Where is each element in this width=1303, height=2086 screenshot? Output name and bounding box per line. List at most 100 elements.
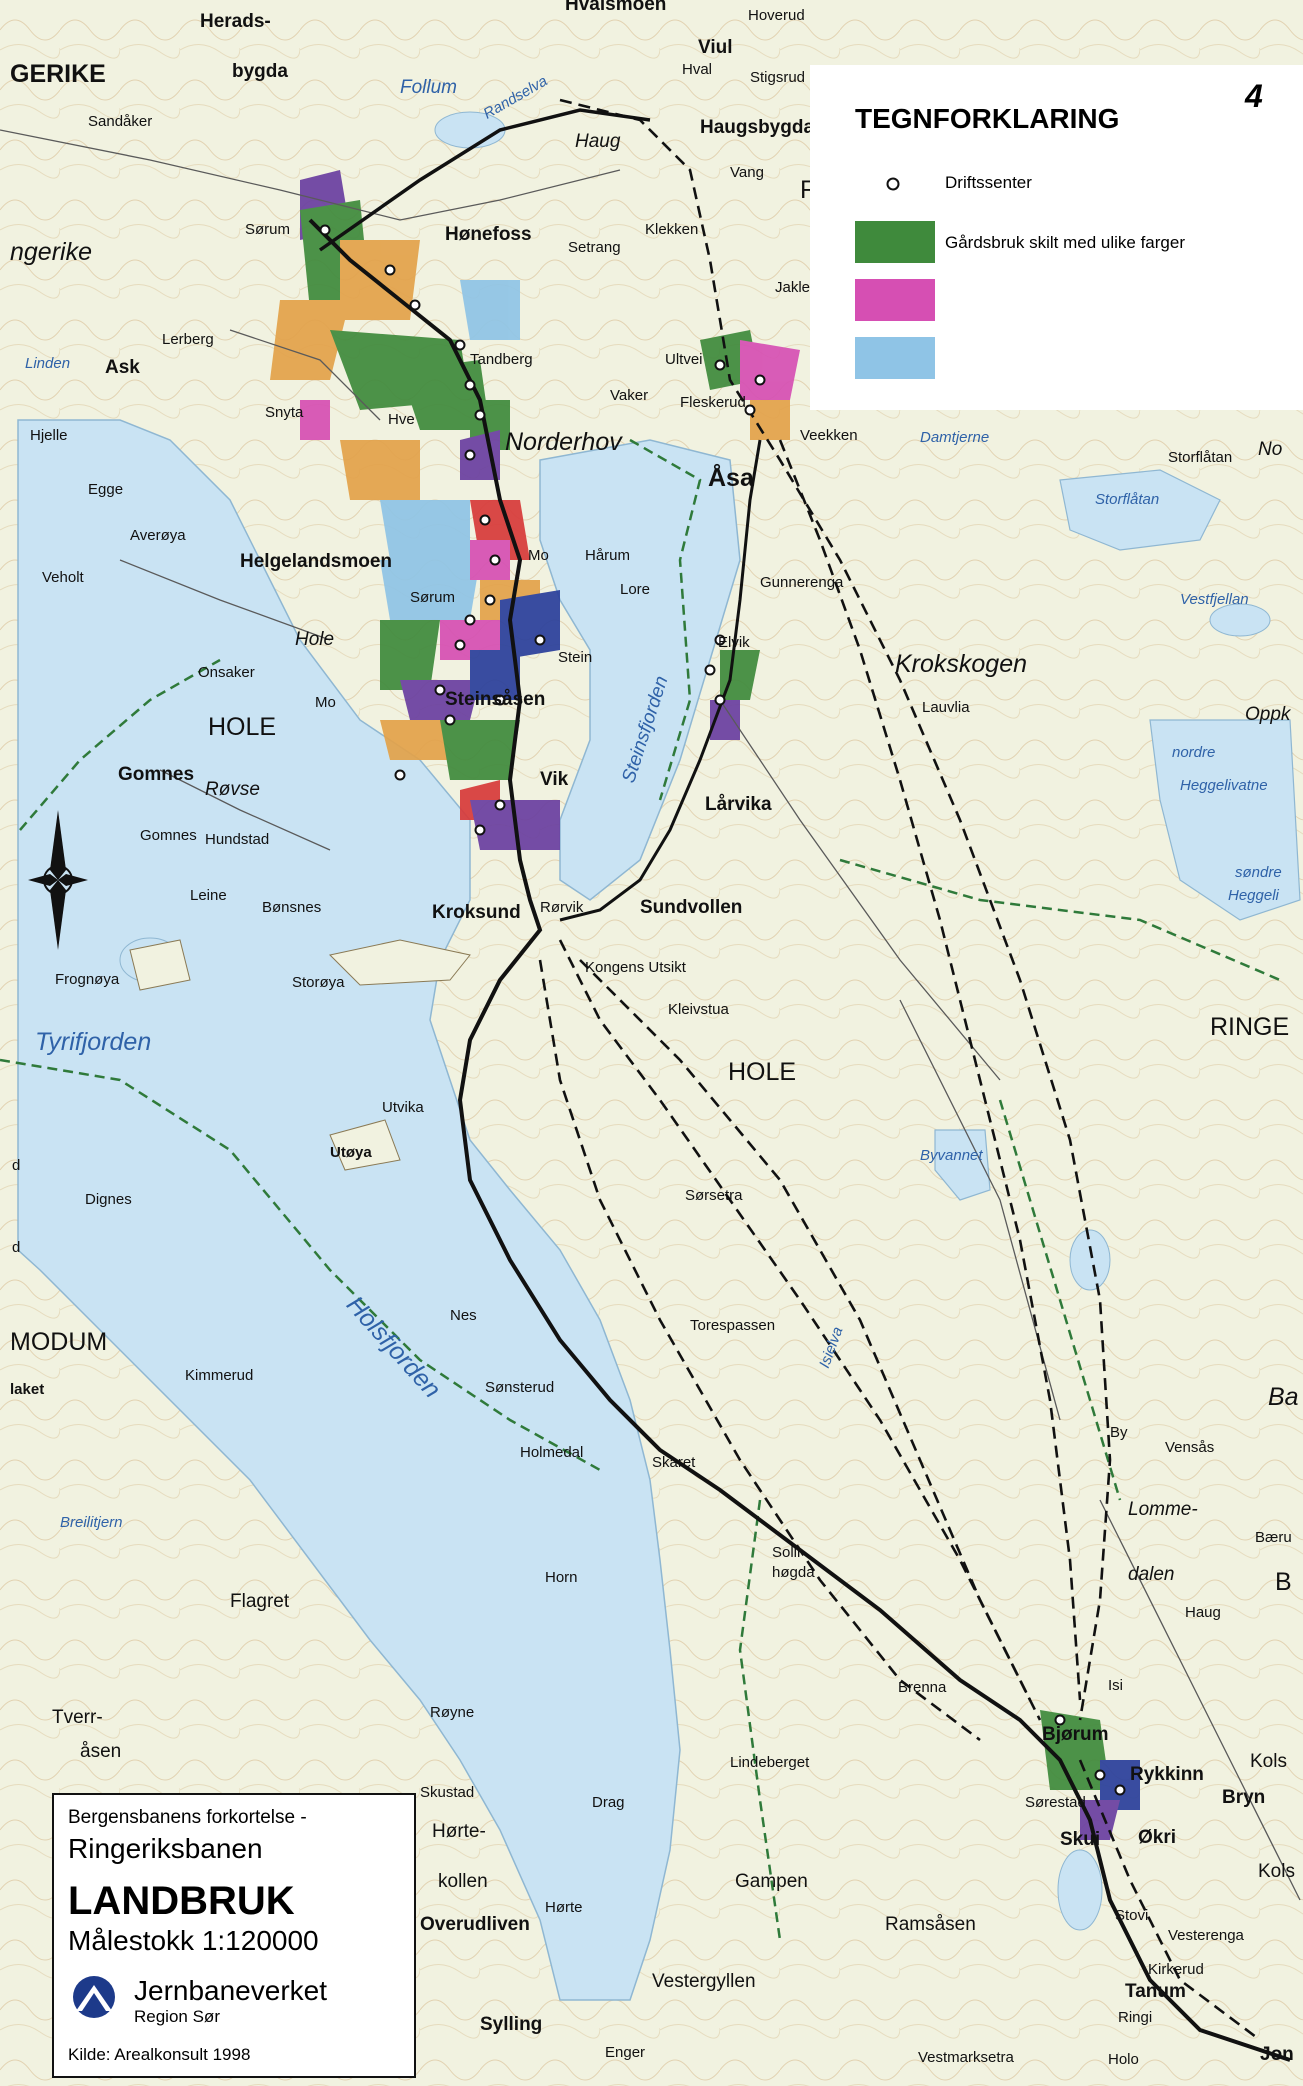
label-kols-2: Kols — [1258, 1861, 1295, 1882]
title-line2: Ringeriksbanen — [68, 1833, 263, 1864]
municipal-boundaries — [0, 438, 1281, 1941]
label-damtjerne: Damtjerne — [920, 429, 990, 446]
label-jon: Jon — [1260, 2044, 1294, 2065]
label-honefoss: Hønefoss — [445, 224, 532, 245]
farm-center-markers — [319, 224, 1126, 1796]
label-kimmerud: Kimmerud — [185, 1367, 254, 1384]
label-vensas: Vensås — [1165, 1439, 1215, 1456]
label-sorum-2: Sørum — [410, 589, 455, 606]
label-elvik: Elvik — [718, 634, 750, 651]
label-lindeberget: Lindeberget — [730, 1754, 810, 1771]
label-bryn: Bryn — [1222, 1787, 1266, 1808]
label-ngerike: ngerike — [10, 238, 92, 266]
railway-line — [308, 218, 1291, 2062]
label-hoverud: Hoverud — [748, 7, 805, 24]
lake-storflatan — [1059, 469, 1221, 551]
legend-label-gardsbruk: Gårdsbruk skilt med ulike farger — [945, 233, 1185, 252]
label-hjelle: Hjelle — [30, 427, 68, 444]
label-ringi: Ringi — [1118, 2009, 1153, 2026]
label-storflatan-2: Storflåtan — [1095, 491, 1160, 508]
label-norderhov: Norderhov — [505, 428, 622, 456]
label-ba: Ba — [1268, 1383, 1299, 1411]
map-legend: TEGNFORKLARING Driftssenter Gårdsbruk sk… — [810, 65, 1303, 410]
magenta-swatch — [855, 279, 935, 321]
label-stein: Stein — [558, 649, 593, 666]
label-laket: laket — [10, 1381, 45, 1398]
label-mo-2: Mo — [315, 694, 336, 711]
legend-label-driftssenter: Driftssenter — [945, 173, 1032, 192]
label-sondre: søndre — [1235, 864, 1282, 881]
label-averoya: Averøya — [130, 527, 186, 544]
label-drag: Drag — [592, 1794, 625, 1811]
label-flagret: Flagret — [230, 1591, 290, 1612]
label-skaret: Skaret — [652, 1454, 696, 1471]
label-ultvei: Ultvei — [665, 351, 703, 368]
label-heradsbygda-1: Herads- — [200, 11, 271, 32]
label-oppk: Oppk — [1245, 704, 1291, 725]
label-royne: Røyne — [430, 1704, 475, 1721]
label-gampen: Gampen — [735, 1871, 808, 1892]
label-breilitjern: Breilitjern — [60, 1514, 123, 1531]
label-heradsbygda-2: bygda — [232, 61, 288, 82]
label-vik: Vik — [540, 769, 569, 790]
label-sorsetra: Sørsetra — [685, 1187, 743, 1204]
label-nes: Nes — [450, 1307, 477, 1324]
label-byvannet: Byvannet — [920, 1147, 983, 1164]
label-asa: Åsa — [708, 464, 754, 492]
label-kirkerud: Kirkerud — [1148, 1961, 1204, 1978]
map-title-box: Bergensbanens forkortelse - Ringeriksban… — [52, 1793, 416, 2078]
label-vang: Vang — [730, 164, 764, 181]
label-leine: Leine — [190, 887, 227, 904]
label-bjorum: Bjørum — [1042, 1724, 1109, 1745]
label-holo: Holo — [1108, 2051, 1139, 2068]
label-sorum: Sørum — [245, 221, 290, 238]
label-gunnerenga: Gunnerenga — [760, 574, 844, 591]
label-viul: Viul — [698, 37, 733, 58]
label-tandberg: Tandberg — [470, 351, 533, 368]
label-nordre: nordre — [1172, 744, 1216, 761]
label-gomnes: Gomnes — [118, 764, 195, 785]
label-rovse: Røvse — [205, 779, 260, 800]
label-modum: MODUM — [10, 1328, 108, 1356]
page-number: 4 — [1245, 78, 1263, 114]
organization-name: Jernbaneverket — [134, 1975, 328, 2006]
label-hve: Hve — [388, 411, 415, 428]
label-heggelivatne: Heggelivatne — [1180, 777, 1268, 794]
label-hvalsmoen: Hvalsmoen — [565, 0, 667, 15]
label-by: By — [1110, 1424, 1128, 1441]
roads — [0, 129, 1301, 1901]
label-hole-center: HOLE — [728, 1058, 797, 1086]
label-vestergyllen: Vestergyllen — [652, 1971, 756, 1992]
label-storflatan-1: Storflåtan — [1168, 449, 1233, 466]
label-veholt: Veholt — [42, 569, 84, 586]
label-krokskogen: Krokskogen — [895, 650, 1028, 678]
pond — [1057, 1849, 1103, 1931]
label-dignes: Dignes — [85, 1191, 132, 1208]
label-d-2: d — [12, 1239, 21, 1256]
label-veekken: Veekken — [800, 427, 858, 444]
label-kongens-utsikt: Kongens Utsikt — [585, 959, 686, 976]
label-enger: Enger — [605, 2044, 646, 2061]
label-kroksund: Kroksund — [432, 902, 521, 923]
north-arrow-icon — [28, 810, 88, 950]
label-d-1: d — [12, 1157, 21, 1174]
label-storoya: Storøya — [292, 974, 345, 991]
label-horn: Horn — [545, 1569, 578, 1586]
label-mo-1: Mo — [528, 547, 549, 564]
label-lommedalen-1: Lomme- — [1128, 1499, 1198, 1520]
label-sorestad: Sørestad — [1025, 1794, 1086, 1811]
label-tyrifjorden: Tyrifjorden — [35, 1028, 152, 1056]
label-gerike: GERIKE — [10, 60, 106, 88]
jernbaneverket-logo-icon — [73, 1976, 115, 2018]
label-skustad: Skustad — [420, 1784, 475, 1801]
label-holmedal: Holmedal — [520, 1444, 584, 1461]
label-tverrasen-1: Tverr- — [52, 1707, 103, 1728]
label-onsaker: Onsaker — [198, 664, 255, 681]
label-follum: Follum — [400, 77, 458, 98]
lake-tyrifjorden — [17, 419, 681, 2001]
label-kols-1: Kols — [1250, 1751, 1287, 1772]
label-lauvlia: Lauvlia — [922, 699, 970, 716]
pond — [1069, 1229, 1111, 1291]
organization-region: Region Sør — [134, 2007, 220, 2026]
label-lerberg: Lerberg — [162, 331, 214, 348]
